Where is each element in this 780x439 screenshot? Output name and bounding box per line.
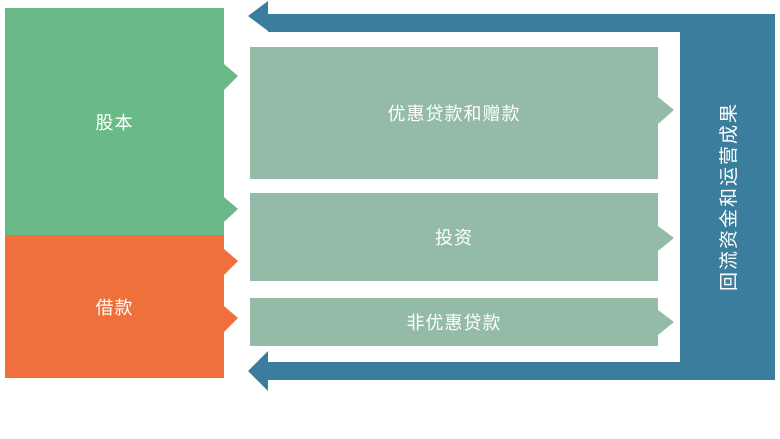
- top-return-arrow: [248, 1, 775, 32]
- loans-connector-chevron-2: [224, 306, 238, 332]
- investment-label: 投资: [435, 228, 473, 249]
- loans-source-block: 借款: [5, 235, 224, 378]
- loans-connector-chevron-1: [224, 249, 238, 275]
- return-flow-bar: 回流资金和运营成果: [680, 14, 775, 379]
- investment-box: 投资: [250, 193, 658, 281]
- equity-label: 股本: [95, 112, 134, 134]
- equity-connector-chevron-1: [224, 64, 238, 90]
- nonconcessional-loans-label: 非优惠贷款: [406, 313, 502, 334]
- concessional-loans-grants-label: 优惠贷款和赠款: [387, 104, 521, 125]
- nonconcessional-loans-box: 非优惠贷款: [250, 298, 658, 346]
- nonconcessional-connector-chevron: [658, 310, 674, 335]
- loans-label: 借款: [95, 297, 134, 319]
- concessional-loans-grants-box: 优惠贷款和赠款: [250, 47, 658, 179]
- bottom-return-arrow: [248, 351, 775, 391]
- equity-source-block: 股本: [5, 8, 224, 235]
- investment-connector-chevron: [658, 226, 674, 251]
- return-flow-label: 回流资金和运营成果: [718, 101, 741, 292]
- concessional-connector-chevron: [658, 97, 674, 124]
- equity-connector-chevron-2: [224, 197, 238, 222]
